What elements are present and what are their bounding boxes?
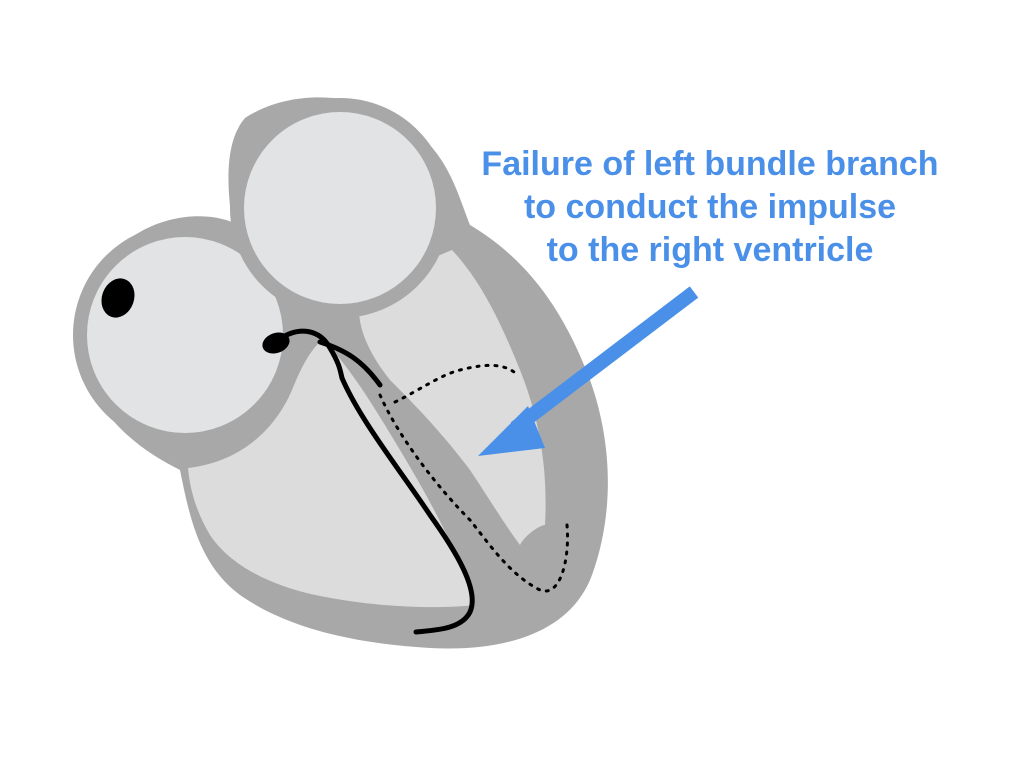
ventricle-chamber [359, 250, 546, 545]
annotation-line: Failure of left bundle branch [481, 145, 939, 183]
annotation-line: to conduct the impulse [523, 188, 897, 226]
pointer-arrow-icon [478, 286, 699, 456]
ventricle-chamber [188, 340, 475, 608]
left-bundle-fascicle-blocked [393, 363, 516, 404]
left-bundle-branch-blocked [378, 393, 570, 593]
bundle-of-his [317, 339, 383, 388]
annotation-line: to the right ventricle [546, 231, 874, 269]
atrium-chamber [230, 98, 450, 318]
sa-node-icon [101, 278, 135, 318]
annotation-text: Failure of left bundle branch to conduct… [440, 143, 980, 272]
